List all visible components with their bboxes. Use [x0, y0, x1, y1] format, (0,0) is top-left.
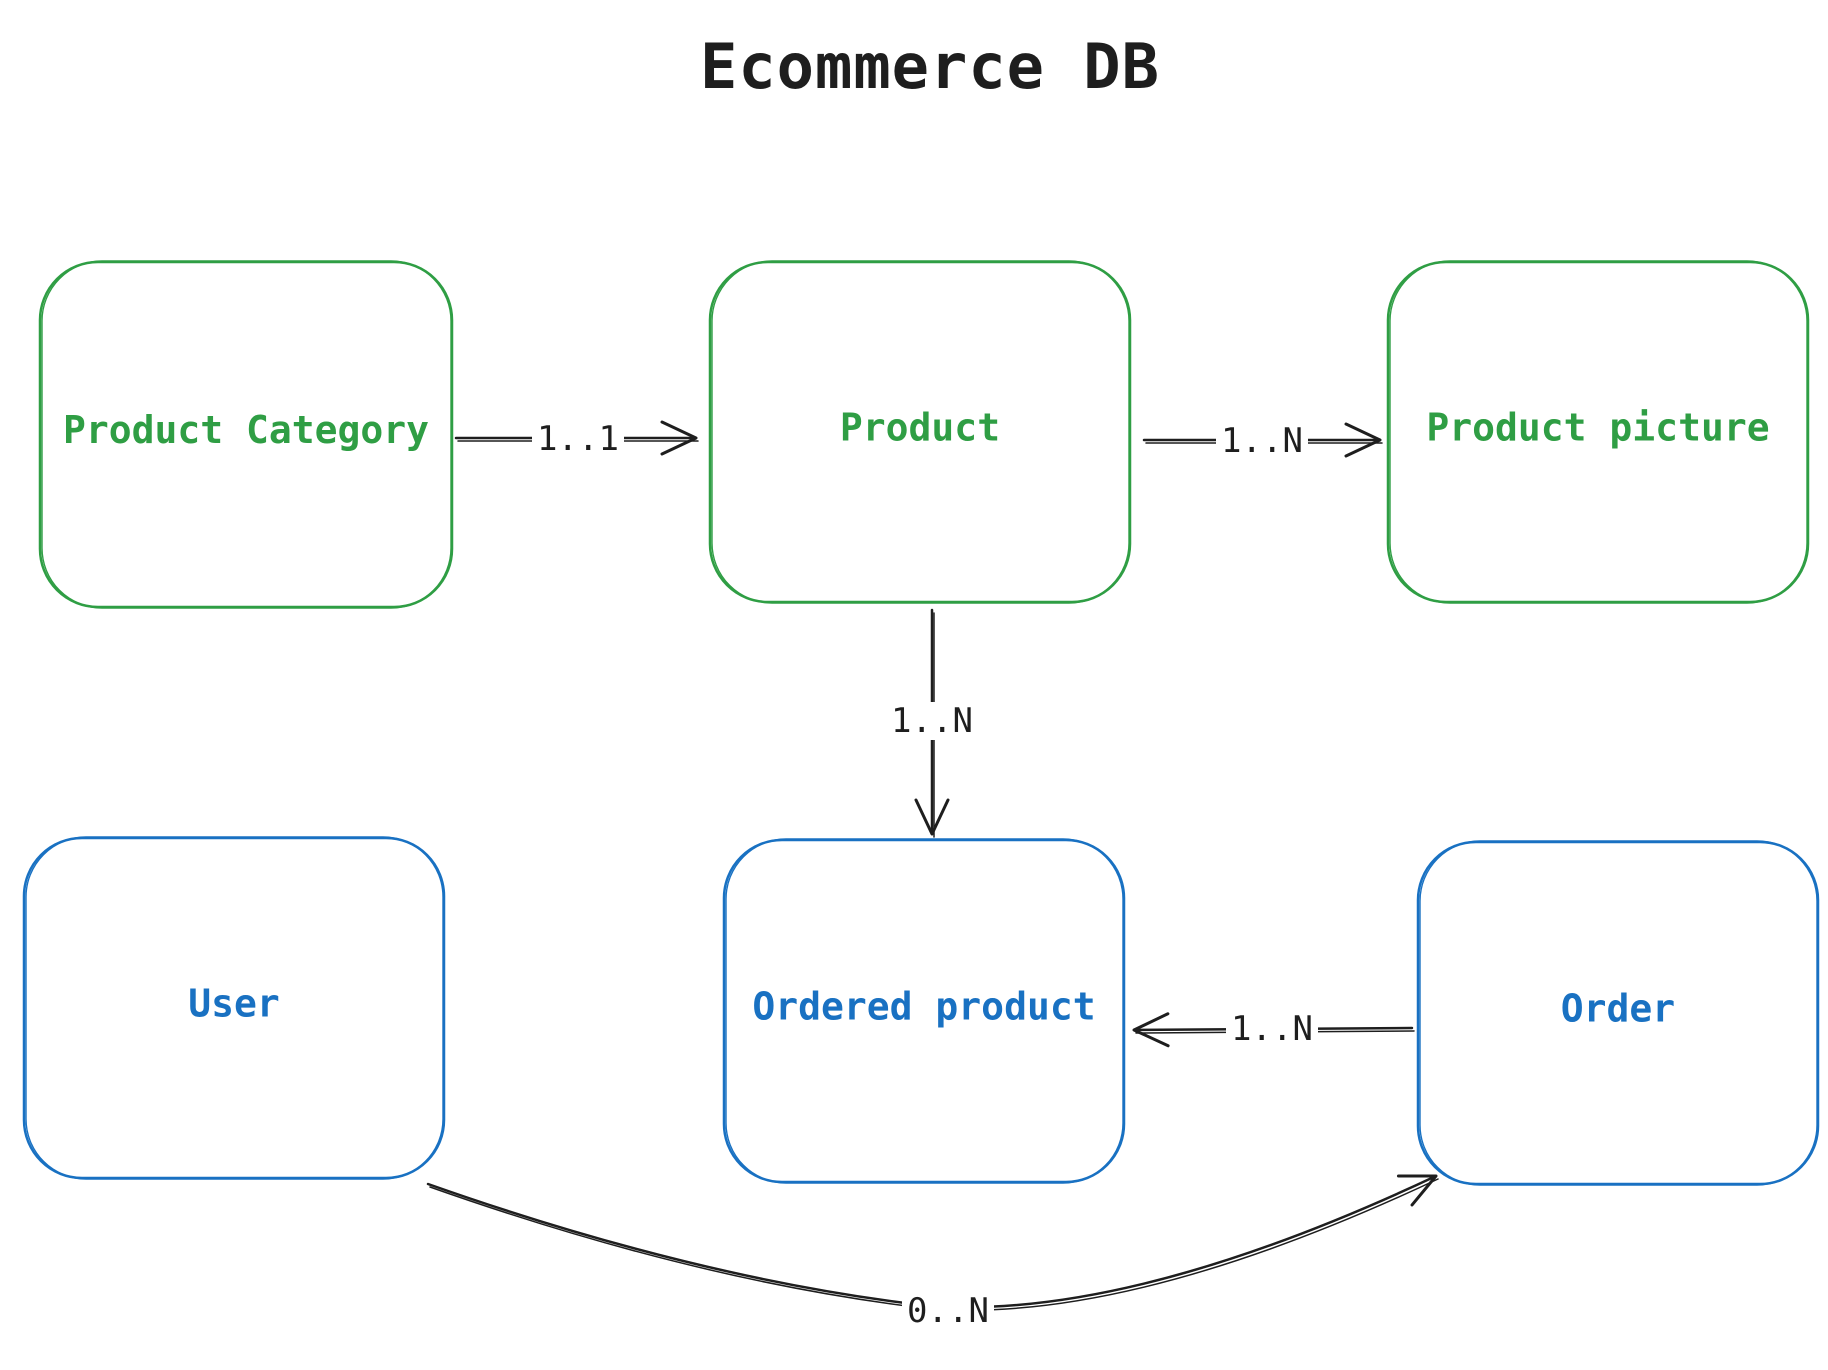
node-box: [708, 260, 1132, 604]
diagram-title: Ecommerce DB: [700, 30, 1160, 103]
node-product[interactable]: Product: [708, 260, 1132, 604]
edge-label-background: [1216, 422, 1308, 460]
edge-label-background: [902, 1292, 994, 1330]
node-ordered-product[interactable]: Ordered product: [722, 838, 1126, 1184]
node-label: Order: [1561, 987, 1675, 1031]
node-box-sketch: [25, 836, 444, 1180]
node-box-sketch: [41, 260, 452, 609]
node-product-picture[interactable]: Product picture: [1386, 260, 1810, 604]
node-product-category[interactable]: Product Category: [38, 260, 454, 609]
node-box: [1416, 840, 1820, 1186]
edge-labels-layer: 1..1 1..N 1..N 1..N 0..N: [532, 419, 1318, 1331]
node-box: [722, 838, 1126, 1184]
node-label: Ordered product: [752, 985, 1095, 1029]
node-user[interactable]: User: [22, 836, 446, 1180]
node-box-sketch: [725, 838, 1124, 1184]
edge-label-category-to-product: 1..1: [532, 419, 624, 459]
edge-label-background: [886, 702, 978, 740]
nodes-layer: Product Category Product Product pictureUs…: [22, 260, 1820, 1186]
edge-label-text: 1..N: [1231, 1009, 1313, 1049]
node-label: Product picture: [1426, 406, 1769, 450]
node-box: [22, 836, 446, 1180]
node-box-sketch: [1419, 840, 1818, 1186]
node-label: Product: [840, 406, 1000, 450]
edge-label-text: 1..N: [1221, 421, 1303, 461]
edge-label-user-to-order: 0..N: [902, 1291, 994, 1331]
edge-label-text: 1..N: [891, 701, 973, 741]
node-order[interactable]: Order: [1416, 840, 1820, 1186]
node-label: Product Category: [63, 408, 429, 452]
edge-line: [426, 1174, 1438, 1309]
node-box: [38, 260, 454, 609]
edge-label-text: 1..1: [537, 419, 619, 459]
edge-label-text: 0..N: [907, 1291, 989, 1331]
node-box-sketch: [1389, 260, 1808, 604]
edge-label-order-to-ordered: 1..N: [1226, 1009, 1318, 1049]
node-box: [1386, 260, 1810, 604]
edge-label-background: [532, 420, 624, 458]
edge-label-product-to-ordered: 1..N: [886, 701, 978, 741]
node-box-sketch: [711, 260, 1130, 604]
edge-label-background: [1226, 1010, 1318, 1048]
node-label: User: [188, 982, 280, 1026]
edge-label-product-to-picture: 1..N: [1216, 421, 1308, 461]
